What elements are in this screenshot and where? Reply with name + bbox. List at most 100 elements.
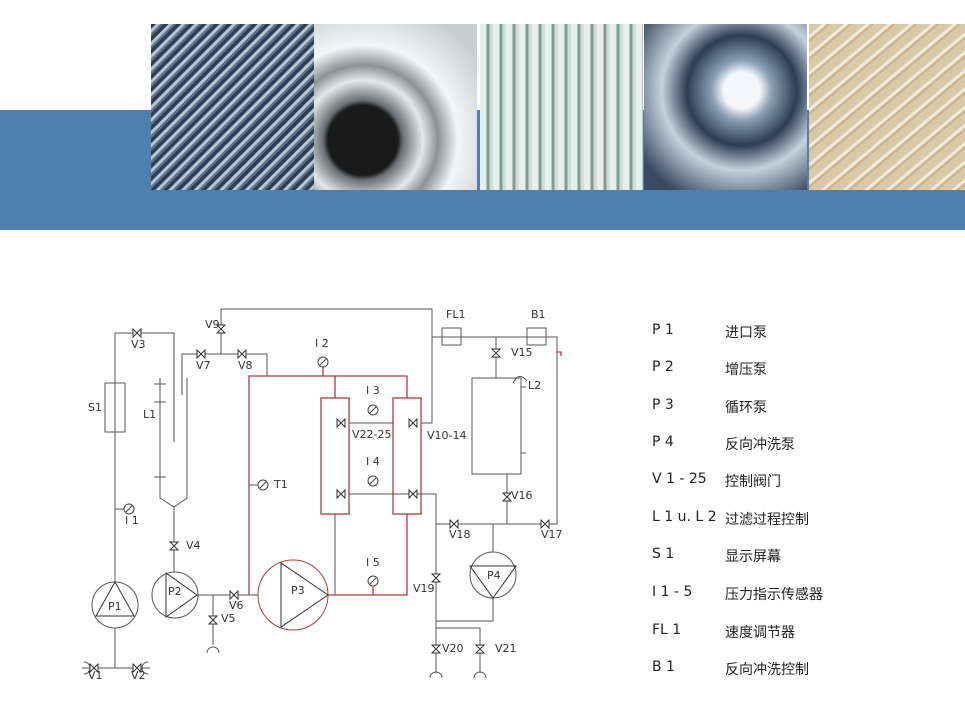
- legend-description: 速度调节器: [725, 625, 795, 641]
- valve-v8: [237, 348, 247, 360]
- pipe: [220, 308, 433, 424]
- valve-v6: [229, 589, 239, 601]
- label-p1: P1: [108, 600, 122, 613]
- machine-photo: [644, 24, 807, 190]
- legend-code: P 1: [652, 322, 674, 338]
- label-v2: V2: [131, 669, 146, 682]
- legend-description: 进口泵: [725, 325, 767, 341]
- label-v19: V19: [413, 582, 435, 595]
- label-v6: V6: [229, 599, 244, 612]
- valve-v9: [215, 324, 227, 334]
- legend-description: 控制阀门: [725, 474, 781, 490]
- label-v4: V4: [186, 539, 201, 552]
- valve-v16: [501, 492, 513, 502]
- valve-v15: [490, 348, 502, 358]
- valve-v2: [132, 662, 142, 674]
- legend-description: 循环泵: [725, 400, 767, 416]
- pipe: [436, 627, 481, 673]
- label-v22-25: V22-25: [352, 428, 392, 441]
- valve-v21: [474, 644, 486, 654]
- label-v16: V16: [511, 489, 533, 502]
- label-i5: I 5: [366, 556, 380, 569]
- valve-v11: [408, 488, 418, 500]
- label-v5: V5: [221, 612, 236, 625]
- pipe: [432, 336, 558, 525]
- pressure-gauge-i2: [317, 356, 329, 368]
- valve-v18: [449, 518, 459, 530]
- valve-v4: [168, 541, 180, 551]
- label-v17: V17: [541, 528, 563, 541]
- drain: [473, 671, 487, 679]
- pressure-gauge-i5: [367, 575, 379, 587]
- pipes: [82, 308, 558, 679]
- vent: [557, 351, 562, 356]
- labels: P1 P2 P3 P4 V1 V2 V3 V4 V5 V6 V7 V8 V9 V…: [88, 308, 563, 682]
- drain: [206, 646, 220, 654]
- label-p3: P3: [291, 584, 305, 597]
- label-fl1: FL1: [446, 308, 465, 321]
- legend-description: 显示屏幕: [725, 549, 781, 565]
- valve-v3: [132, 327, 142, 339]
- filter-column-right: [392, 397, 422, 515]
- legend-description: 增压泵: [725, 362, 767, 378]
- display-s1: [104, 382, 126, 433]
- filter-column-left: [320, 397, 350, 515]
- temperature-gauge-t1: [257, 479, 269, 491]
- valve-v7: [196, 348, 206, 360]
- label-v21: V21: [495, 642, 517, 655]
- label-l2: L2: [528, 379, 541, 392]
- valve-v17: [540, 518, 550, 530]
- ring-photo: [314, 24, 477, 190]
- legend-description: 反向冲洗控制: [725, 662, 809, 678]
- label-p4: P4: [487, 569, 501, 582]
- label-v3: V3: [131, 338, 146, 351]
- inlet-connector: [141, 661, 149, 675]
- pressure-gauge-i4: [367, 475, 379, 487]
- components: [89, 324, 550, 674]
- pipe: [349, 493, 437, 673]
- tubes-photo: [151, 24, 314, 190]
- legend-code: L 1 u. L 2: [652, 509, 717, 525]
- legend-code: V 1 - 25: [652, 471, 707, 487]
- label-v9: V9: [205, 318, 220, 331]
- valve-v19: [430, 573, 442, 583]
- valve-v1: [89, 662, 99, 674]
- backflush-control-b1: [526, 327, 547, 346]
- label-i4: I 4: [366, 455, 380, 468]
- plates-photo: [480, 24, 643, 190]
- circulation-loop: [248, 351, 562, 596]
- label-v20: V20: [442, 642, 464, 655]
- label-b1: B1: [531, 308, 546, 321]
- pump-p1: [91, 580, 139, 629]
- label-i3: I 3: [366, 384, 380, 397]
- legend-code: P 4: [652, 434, 674, 450]
- label-p2: P2: [168, 585, 182, 598]
- legend-description: 压力指示传感器: [725, 587, 823, 603]
- tank-l1: [159, 378, 188, 508]
- pressure-gauge-i1: [123, 503, 135, 515]
- legend-code: P 3: [652, 397, 674, 413]
- label-l1: L1: [143, 408, 156, 421]
- pipe: [328, 514, 408, 596]
- pressure-gauge-i3: [367, 404, 379, 416]
- valve-v20: [430, 644, 442, 654]
- pipe: [248, 375, 408, 595]
- legend-code: I 1 - 5: [652, 584, 693, 600]
- pipe: [436, 598, 494, 622]
- level-sensor-l2: [512, 376, 528, 384]
- pump-p4: [469, 551, 517, 599]
- label-v18: V18: [449, 528, 471, 541]
- valve-v10: [408, 417, 418, 429]
- label-v7: V7: [196, 359, 211, 372]
- drain: [429, 671, 443, 679]
- label-t1: T1: [273, 478, 288, 491]
- pump-p2: [151, 571, 199, 619]
- label-i2: I 2: [315, 337, 329, 350]
- sheets-photo: [809, 24, 965, 190]
- pipe: [181, 353, 268, 395]
- legend-description: 反向冲洗泵: [725, 437, 795, 453]
- legend-code: B 1: [652, 659, 675, 675]
- legend-code: P 2: [652, 359, 674, 375]
- valve-v22: [336, 417, 346, 429]
